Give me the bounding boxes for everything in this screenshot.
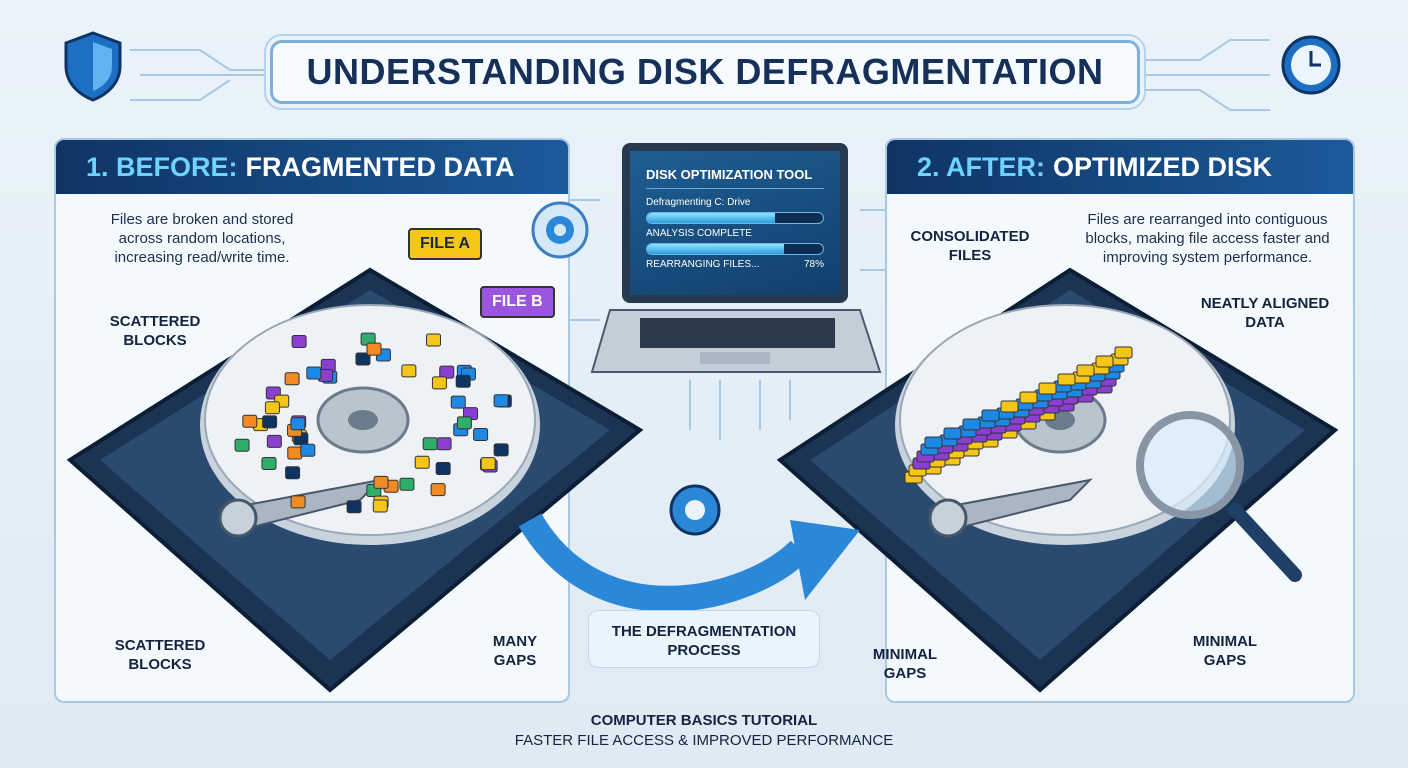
after-header: 2. AFTER: OPTIMIZED DISK xyxy=(887,140,1353,194)
data-block xyxy=(300,443,316,457)
consolidated-block xyxy=(943,427,962,440)
data-block xyxy=(493,443,509,457)
data-block xyxy=(285,466,301,480)
data-block xyxy=(262,415,278,429)
consolidated-block xyxy=(1038,382,1057,395)
data-block xyxy=(439,365,455,379)
data-block xyxy=(414,455,430,469)
gear-badge-icon xyxy=(531,201,589,259)
magnifier-icon xyxy=(1136,411,1302,582)
file-b-tag: FILE B xyxy=(480,286,555,318)
data-block xyxy=(306,366,322,380)
data-block xyxy=(480,457,496,471)
tool-title: DISK OPTIMIZATION TOOL xyxy=(646,167,824,189)
title-banner: UNDERSTANDING DISK DEFRAGMENTATION xyxy=(270,40,1140,104)
data-block xyxy=(422,437,438,451)
data-block xyxy=(261,456,277,470)
progress-bar-2 xyxy=(646,243,824,255)
progress-percent: 78% xyxy=(803,259,824,270)
data-block xyxy=(290,495,306,509)
data-block xyxy=(426,333,442,347)
data-block xyxy=(242,414,258,428)
consolidated-block xyxy=(962,418,981,431)
data-block xyxy=(431,376,447,390)
footer-subtitle: FASTER FILE ACCESS & IMPROVED PERFORMANC… xyxy=(514,732,894,749)
disk-optimization-tool-window: DISK OPTIMIZATION TOOL Defragmenting C: … xyxy=(622,143,848,303)
tool-status-1: Defragmenting C: Drive xyxy=(646,197,751,208)
data-block xyxy=(493,394,509,408)
minimal-gaps-label-right: MINIMAL GAPS xyxy=(1192,633,1258,669)
consolidated-block xyxy=(1114,346,1133,359)
data-block xyxy=(346,500,362,514)
data-block xyxy=(430,483,446,497)
data-block xyxy=(455,374,471,388)
before-description: Files are broken and stored across rando… xyxy=(110,211,294,266)
consolidated-block xyxy=(924,436,943,449)
many-gaps-label: MANY GAPS xyxy=(492,633,538,669)
scattered-blocks-label-bottom: SCATTERED BLOCKS xyxy=(114,637,206,673)
process-label-box xyxy=(588,610,820,668)
data-block xyxy=(366,342,382,356)
laptop-base xyxy=(590,309,882,373)
process-arrow xyxy=(518,513,860,612)
data-block xyxy=(372,499,388,513)
consolidated-block xyxy=(1095,355,1114,368)
after-heading: OPTIMIZED DISK xyxy=(1053,151,1273,182)
data-block xyxy=(266,434,282,448)
data-block xyxy=(373,475,389,489)
data-block xyxy=(399,477,415,491)
footer-title: COMPUTER BASICS TUTORIAL xyxy=(590,712,818,729)
footer: COMPUTER BASICS TUTORIAL FASTER FILE ACC… xyxy=(0,712,1408,749)
data-block xyxy=(284,372,300,386)
consolidated-files-label: CONSOLIDATED FILES xyxy=(910,228,1030,264)
progress-bar-1 xyxy=(646,212,824,224)
consolidated-block xyxy=(1000,400,1019,413)
page-title: UNDERSTANDING DISK DEFRAGMENTATION xyxy=(306,51,1104,92)
rearranging-label: REARRANGING FILES... xyxy=(646,259,760,270)
scattered-blocks-label-top: SCATTERED BLOCKS xyxy=(109,313,201,349)
data-block xyxy=(264,401,280,415)
shield-icon xyxy=(64,31,122,102)
data-block xyxy=(450,395,466,409)
consolidated-block xyxy=(1076,364,1095,377)
data-block xyxy=(401,364,417,378)
consolidated-block xyxy=(1019,391,1038,404)
after-number: 2. AFTER: xyxy=(917,151,1045,182)
gear-icon xyxy=(669,484,721,536)
data-block xyxy=(456,416,472,430)
data-block xyxy=(290,417,306,431)
data-block xyxy=(436,437,452,451)
before-heading: FRAGMENTED DATA xyxy=(245,151,515,182)
data-block xyxy=(291,334,307,348)
before-header: 1. BEFORE: FRAGMENTED DATA xyxy=(56,140,568,194)
neatly-aligned-label: NEATLY ALIGNED DATA xyxy=(1200,295,1330,331)
consolidated-block xyxy=(981,409,1000,422)
consolidated-block xyxy=(1057,373,1076,386)
minimal-gaps-label-left: MINIMAL GAPS xyxy=(872,646,938,682)
data-block xyxy=(234,438,250,452)
clock-icon xyxy=(1281,35,1341,95)
optimized-disk xyxy=(776,267,1339,693)
after-description: Files are rearranged into contiguous blo… xyxy=(1085,211,1330,266)
data-block xyxy=(473,428,489,442)
data-block xyxy=(435,462,451,476)
data-block xyxy=(287,446,303,460)
before-number: 1. BEFORE: xyxy=(86,151,238,182)
file-a-tag: FILE A xyxy=(408,228,483,260)
data-block xyxy=(355,352,371,366)
process-label: THE DEFRAGMENTATION PROCESS xyxy=(611,623,797,659)
tool-status-2: ANALYSIS COMPLETE xyxy=(646,228,752,239)
tool-status-3: REARRANGING FILES... 78% xyxy=(646,259,824,270)
fragmented-disk xyxy=(66,267,644,693)
